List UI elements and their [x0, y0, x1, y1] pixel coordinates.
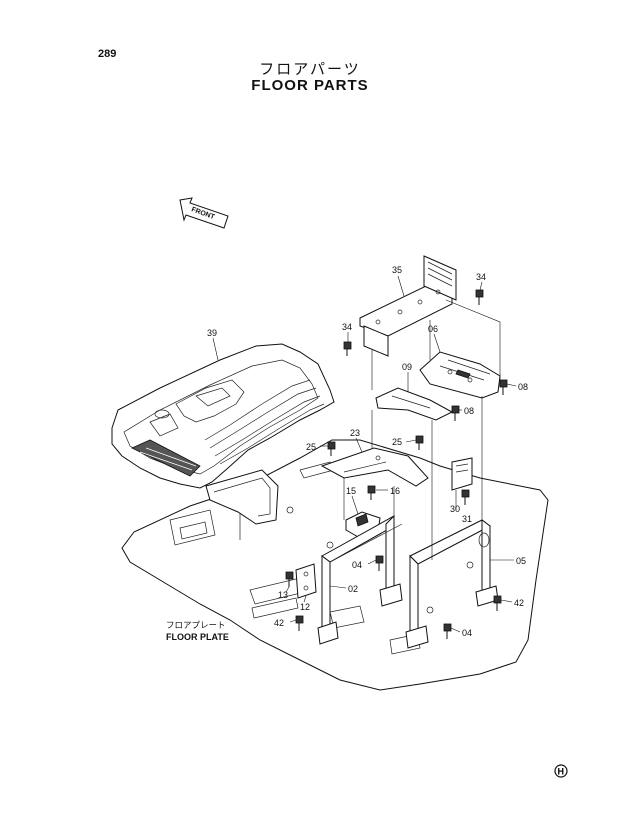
bolt-04-low [443, 623, 452, 639]
callout-42-right: 42 [514, 598, 524, 608]
callout-04-mid: 04 [352, 560, 362, 570]
callout-08-right: 08 [518, 382, 528, 392]
small-bracket [295, 563, 317, 599]
callout-30: 30 [450, 504, 460, 514]
page-title-japanese: フロアパーツ [259, 60, 361, 78]
floor-plate-label: FLOOR PLATE [166, 632, 229, 642]
callout-09: 09 [402, 362, 412, 372]
callout-23: 23 [350, 428, 360, 438]
bolt-04-mid [375, 555, 384, 571]
callout-04-low: 04 [462, 628, 472, 638]
upper-bracket [359, 255, 457, 357]
bolt-42-left [295, 615, 304, 631]
callout-31: 31 [462, 514, 472, 524]
left-frame [317, 514, 403, 645]
callout-42-left: 42 [274, 618, 284, 628]
maker-logo: H [554, 764, 568, 778]
bolt-31 [461, 489, 470, 505]
leader-lines [212, 275, 517, 633]
callouts: 39 35 34 34 06 09 08 08 23 25 25 15 16 3… [207, 265, 528, 638]
callout-39: 39 [207, 328, 217, 338]
bolt-16 [367, 485, 376, 500]
assembly-lines [343, 299, 501, 560]
callout-34-left: 34 [342, 322, 352, 332]
right-frame [405, 519, 499, 649]
front-label: FRONT [190, 206, 216, 221]
callout-25-right: 25 [392, 437, 402, 447]
callout-12: 12 [300, 602, 310, 612]
bolt-34-left [343, 341, 352, 356]
support-block [375, 387, 454, 421]
bolt-34-upper [475, 289, 484, 305]
callout-02: 02 [348, 584, 358, 594]
callout-08-mid: 08 [464, 406, 474, 416]
page-title: FLOOR PARTS [251, 77, 369, 94]
bolt-13 [285, 571, 294, 587]
bolt-25-left [327, 441, 336, 456]
callout-34-upper: 34 [476, 272, 486, 282]
front-arrow-icon: FRONT [179, 197, 229, 229]
callout-05: 05 [516, 556, 526, 566]
callout-35: 35 [392, 265, 402, 275]
bolts [285, 289, 508, 639]
floor-plate-label-japanese: フロアプレート [166, 621, 226, 631]
floor-mat [111, 343, 335, 525]
right-bracket [419, 351, 501, 399]
callout-16: 16 [390, 486, 400, 496]
page-number: 289 [98, 48, 117, 60]
svg-text:H: H [558, 767, 565, 777]
stay-plate [320, 447, 429, 487]
callout-13: 13 [278, 590, 288, 600]
bolt-08-right [499, 379, 508, 395]
callout-15: 15 [346, 486, 356, 496]
callout-25-left: 25 [306, 442, 316, 452]
side-plate [451, 457, 473, 491]
bolt-25-right [415, 435, 424, 450]
bolt-08-mid [451, 405, 460, 421]
bolt-42-right [493, 595, 502, 611]
callout-06: 06 [428, 324, 438, 334]
